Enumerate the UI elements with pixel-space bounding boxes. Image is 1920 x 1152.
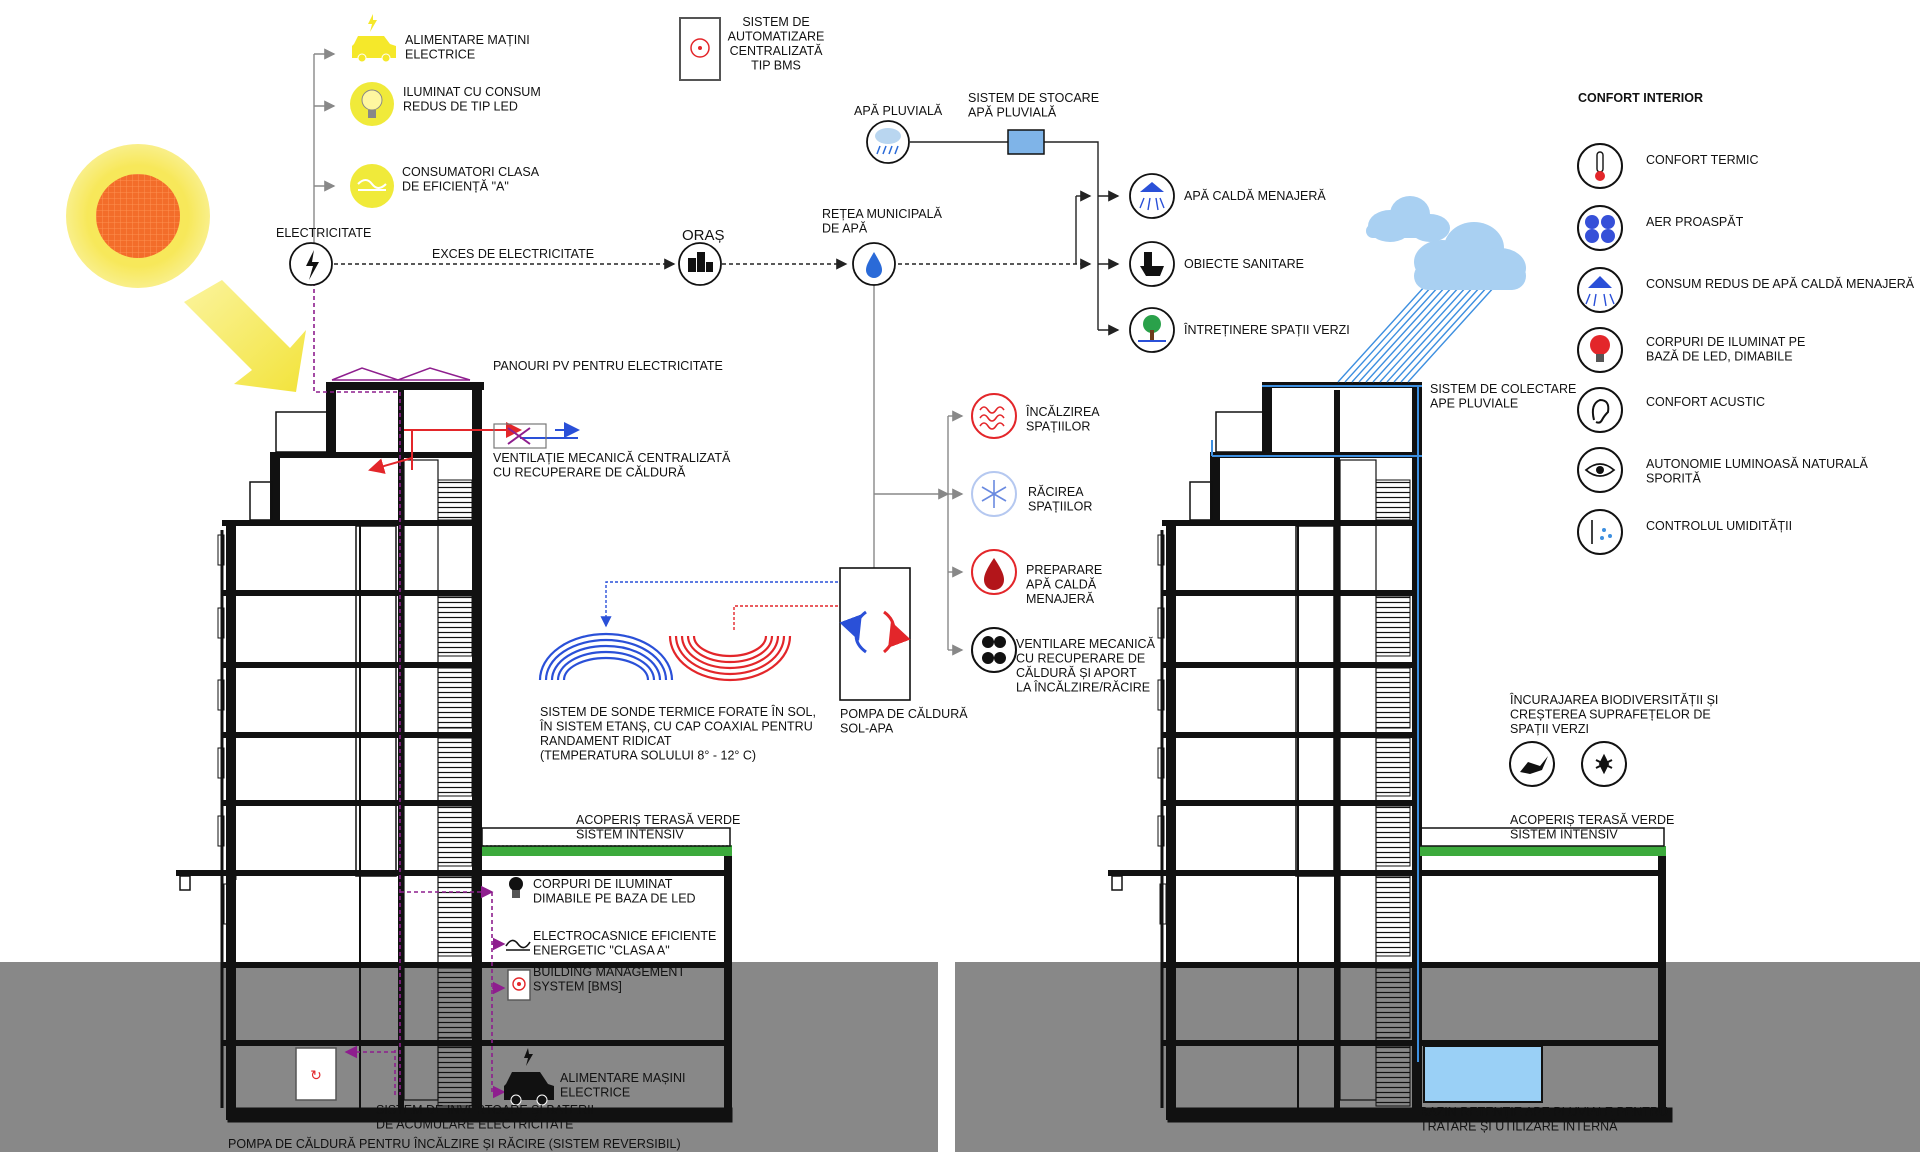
- cooling-icon: [971, 471, 1017, 517]
- bird-insect-icon: [1509, 741, 1555, 787]
- car-icon: [504, 1048, 554, 1106]
- sun-ray-arrow: [184, 280, 306, 392]
- label-hot-water: APĂ CALDĂ MENAJERĂ: [1184, 188, 1326, 203]
- label-electricity: ELECTRICITATE: [276, 226, 371, 240]
- heat-pump-box: [839, 567, 911, 701]
- rainwater-pipes: [1211, 385, 1422, 1062]
- flow-lines: [334, 141, 1120, 336]
- label-acoustic: CONFORT ACUSTIC: [1646, 395, 1765, 409]
- tree-icon: [1129, 307, 1175, 353]
- hot-water-icon: [1129, 173, 1175, 219]
- label-sanitary: OBIECTE SANITARE: [1184, 257, 1304, 271]
- rain-storage-tank-icon: [1007, 129, 1045, 155]
- thermometer-icon: [1577, 143, 1623, 189]
- appliance-icon: [505, 939, 531, 951]
- retention-tank: [1423, 1045, 1543, 1103]
- bms-small-icon: [507, 969, 531, 1001]
- bms-top-icon: [679, 17, 721, 81]
- label-humidity: CONTROLUL UMIDITĂȚII: [1646, 518, 1792, 533]
- label-fresh-air: AER PROASPĂT: [1646, 214, 1744, 229]
- label-geothermal: SISTEM DE SONDE TERMICE FORATE ÎN SOL,ÎN…: [539, 704, 816, 763]
- appliance-class-a-icon: [350, 164, 394, 208]
- label-low-hot-water: CONSUM REDUS DE APĂ CALDĂ MENAJERĂ: [1646, 276, 1915, 291]
- rain-water-icon: [866, 120, 910, 164]
- label-rain-water: APĂ PLUVIALĂ: [854, 103, 943, 118]
- led-bulb-icon: [350, 82, 394, 126]
- right-building: [1108, 382, 1673, 1123]
- electricity-branches: [313, 48, 336, 244]
- label-excess-electricity: EXCES DE ELECTRICITATE: [432, 247, 594, 261]
- left-building: [176, 367, 733, 1123]
- led-bulb-dark-icon: [509, 877, 523, 898]
- ear-icon: [1577, 387, 1623, 433]
- sun-icon: [66, 144, 210, 288]
- heating-icon: [971, 393, 1017, 439]
- fresh-air-icon: [1577, 205, 1623, 251]
- label-green-maintenance: ÎNTREȚINERE SPAȚII VERZI: [1183, 322, 1350, 337]
- humidity-icon: [1577, 509, 1623, 555]
- cloud-icon: [1366, 196, 1526, 290]
- electric-distribution-line: [313, 268, 506, 1099]
- label-thermal-comfort: CONFORT TERMIC: [1646, 153, 1759, 167]
- heat-pump-branches: [873, 284, 964, 656]
- shower-icon: [1577, 267, 1623, 313]
- eye-icon: [1577, 447, 1623, 493]
- rain-lines: [1337, 285, 1496, 383]
- label-pv-panels: PANOURI PV PENTRU ELECTRICITATE: [493, 359, 723, 373]
- basement-heat-pump: [295, 1047, 337, 1101]
- car-charging-icon: [352, 14, 396, 63]
- hot-water-drop-icon: [971, 549, 1017, 595]
- geothermal-loops: [538, 581, 838, 682]
- flower-icon: [1581, 741, 1627, 787]
- city-node-icon: [678, 242, 722, 286]
- label-heat-pump-bottom: POMPA DE CĂLDURĂ PENTRU ÎNCĂLZIRE ȘI RĂC…: [228, 1136, 681, 1151]
- fan-icon: [971, 627, 1017, 673]
- electricity-node-icon: [289, 242, 333, 286]
- label-city: ORAȘ: [682, 227, 725, 244]
- toilet-icon: [1129, 241, 1175, 287]
- basement-heat-pump-icon: ↻: [310, 1067, 322, 1083]
- label-comfort-title: CONFORT INTERIOR: [1578, 91, 1703, 105]
- ventilation-ducts: [368, 422, 580, 474]
- municipal-water-node-icon: [852, 242, 896, 286]
- bulb-red-icon: [1577, 327, 1623, 373]
